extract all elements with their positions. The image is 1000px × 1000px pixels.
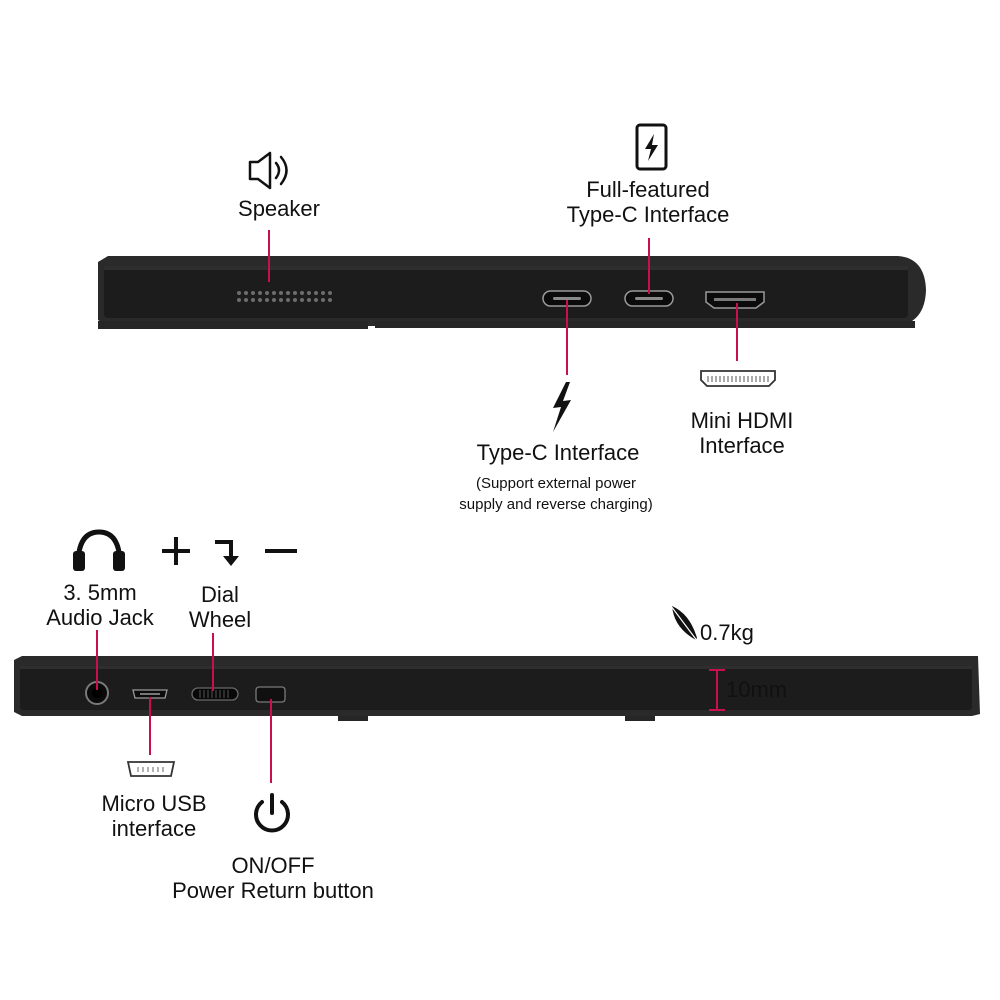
speaker-leader-line bbox=[268, 230, 270, 282]
enter-arrow-icon bbox=[215, 540, 239, 566]
hdmi-port-icon bbox=[700, 370, 776, 387]
lightning-bolt-icon bbox=[553, 382, 571, 432]
micro-usb-label: Micro USB interface bbox=[101, 791, 207, 841]
charging-phone-icon bbox=[635, 123, 668, 171]
power-icon bbox=[254, 793, 290, 833]
audio-jack-leader-line bbox=[96, 630, 98, 690]
bottom-device-body bbox=[20, 666, 972, 710]
speaker-icon bbox=[248, 151, 288, 190]
weight-label: 0.7kg bbox=[700, 620, 754, 645]
typec-power-note: (Support external power supply and rever… bbox=[459, 475, 653, 513]
dial-wheel-label: Dial Wheel bbox=[188, 582, 252, 632]
audio-jack-label: 3. 5mm Audio Jack bbox=[46, 580, 154, 630]
plus-icon bbox=[162, 537, 190, 565]
mini-hdmi-port bbox=[705, 291, 765, 309]
feather-icon bbox=[670, 605, 699, 643]
dial-wheel-leader-line bbox=[212, 633, 214, 691]
power-button-label: ON/OFF Power Return button bbox=[172, 853, 374, 903]
speaker-grille bbox=[237, 291, 332, 302]
mini-hdmi-label: Mini HDMI Interface bbox=[690, 408, 794, 458]
thickness-marker bbox=[709, 669, 725, 711]
headphones-icon bbox=[73, 529, 125, 571]
micro-usb-leader-line bbox=[149, 697, 151, 755]
micro-usb-port-icon bbox=[126, 761, 176, 777]
power-button-leader-line bbox=[270, 699, 272, 783]
typec-full-leader-line bbox=[648, 238, 650, 294]
thickness-label: 10mm bbox=[726, 677, 788, 702]
micro-usb-port bbox=[132, 689, 168, 699]
typec-power-leader-line bbox=[566, 300, 568, 375]
typec-full-label: Full-featured Type-C Interface bbox=[566, 177, 730, 227]
typec-power-label: Type-C Interface bbox=[476, 440, 640, 465]
speaker-label: Speaker bbox=[238, 196, 320, 221]
dial-wheel-control bbox=[191, 687, 239, 701]
mini-hdmi-leader-line bbox=[736, 303, 738, 361]
top-device-body bbox=[104, 266, 908, 318]
